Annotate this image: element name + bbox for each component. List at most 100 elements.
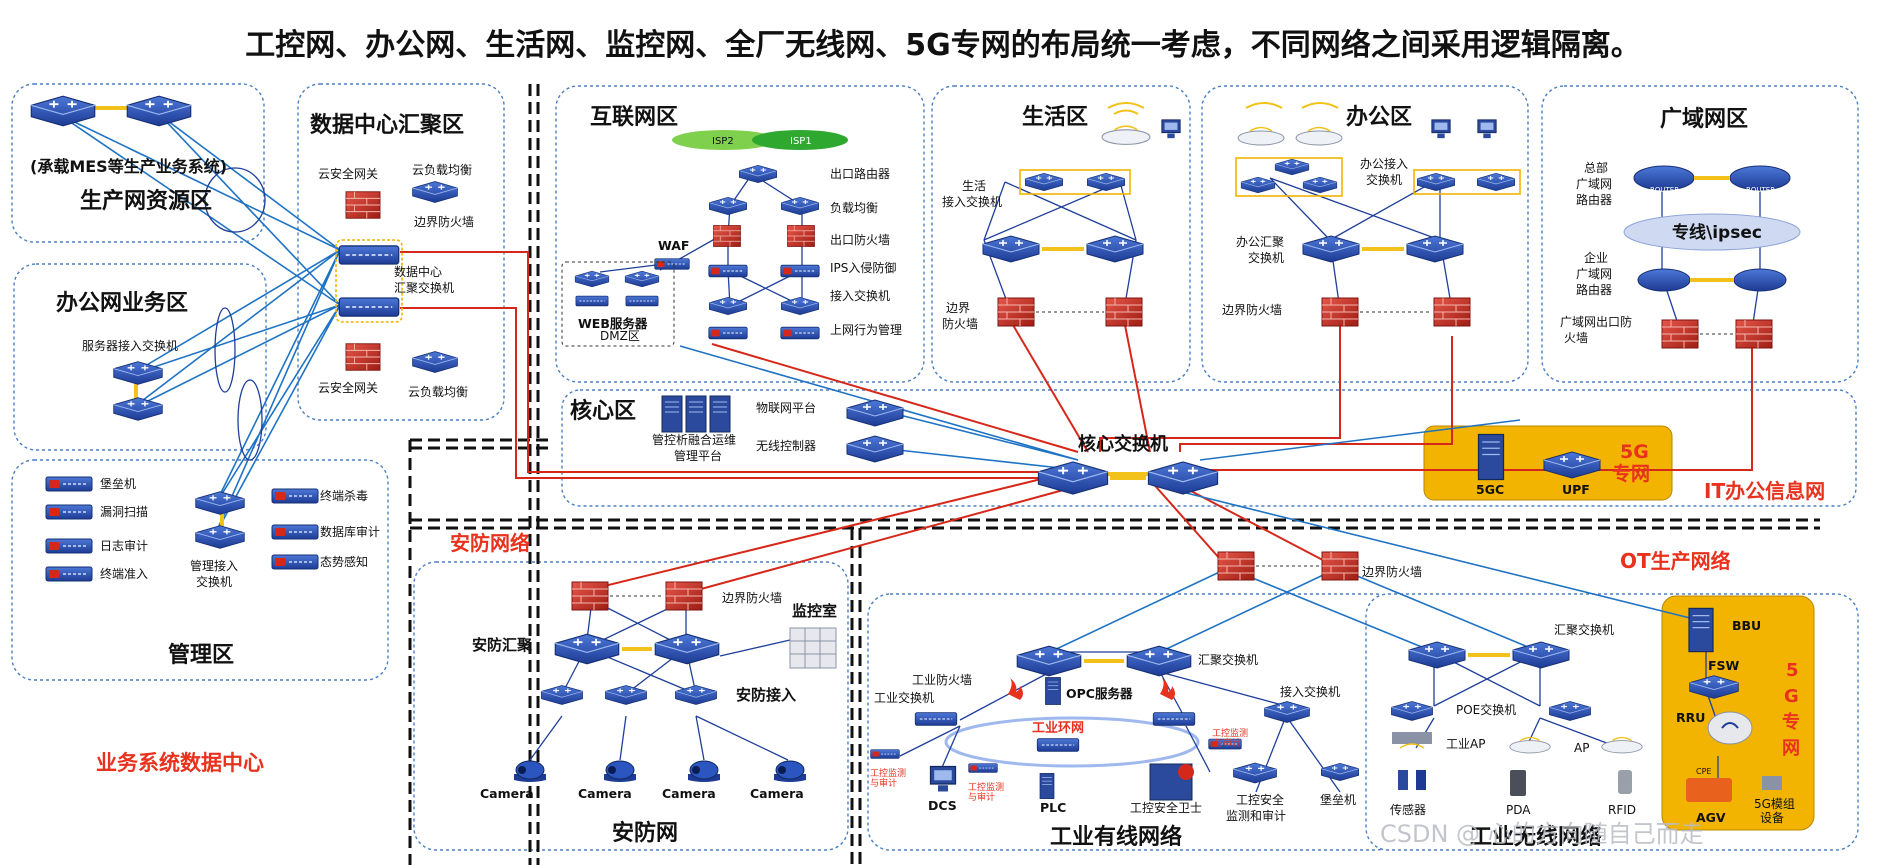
core-switch-label: 核心交换机 — [1078, 433, 1168, 455]
ind-switch-icon — [914, 711, 958, 727]
living-zone: 生活区 生活 接入交换机 边界 防火墙 — [942, 102, 1181, 331]
camera-icon — [773, 760, 807, 783]
monitor-audit-label: 监测和审计 — [1226, 808, 1286, 823]
camera-icon — [603, 760, 637, 783]
production-subtitle: (承载MES等生产业务系统) — [30, 157, 227, 176]
page-title: 工控网、办公网、生活网、监控网、全厂无线网、5G专网的布局统一考虑，不同网络之间… — [245, 28, 1641, 63]
office-access-label: 交换机 — [1366, 172, 1402, 187]
living-access-label: 接入交换机 — [942, 194, 1002, 209]
cloud-lb-label: 云负载均衡 — [408, 385, 468, 399]
security-zone-title: 安防网 — [612, 820, 678, 846]
iot-label: 物联网平台 — [756, 400, 816, 415]
5g-private-label: 5 — [1786, 660, 1799, 681]
audit-icon — [968, 763, 998, 773]
audit-label: 工控监测 — [1212, 727, 1248, 739]
monitor-audit-label: 工控安全 — [1236, 792, 1284, 807]
fiveg-private: BBU FSW RRU 5 G 专 网 CPE AGV 5G模组 设备 — [1676, 607, 1800, 825]
behavior-icon — [708, 326, 748, 340]
switch-icon — [338, 245, 400, 265]
zone-living — [931, 85, 1191, 383]
mgmt-switch-label: 管理接入 — [190, 558, 238, 573]
border-fw-label: 边界防火墙 — [414, 214, 474, 229]
living-fw-label: 防火墙 — [942, 316, 978, 331]
datacenter-zone: 数据中心汇聚区 云安全网关 云负载均衡 边界防火墙 数据中心 汇聚交换机 云安全… — [310, 112, 474, 399]
internet-item: 负载均衡 — [830, 201, 878, 215]
bastion-label: 堡垒机 — [1320, 792, 1356, 807]
5g-label: 5G — [1620, 441, 1649, 463]
internet-title: 互联网区 — [590, 105, 678, 130]
agv-label: AGV — [1696, 810, 1726, 825]
watermark-text: CSDN @ 心的方向随自己而走 — [1380, 820, 1704, 848]
camera-icon — [513, 760, 547, 783]
wireless-zone: 汇聚交换机 POE交换机 工业AP AP 传感器 PDA RFID 工业无线网络 — [1390, 622, 1643, 850]
mgmt-item: 堡垒机 — [100, 476, 136, 491]
audit-label: 工控监测 — [968, 781, 1004, 793]
waf-icon — [654, 258, 690, 270]
zone-management — [11, 459, 389, 681]
dcs-label: DCS — [928, 798, 957, 813]
router-tag: ROUTER — [1650, 186, 1679, 194]
behavior-icon — [780, 326, 820, 340]
management-zone: 堡垒机 漏洞扫描 日志审计 终端准入 管理接入 交换机 终端杀毒 数据库审计 态… — [45, 476, 380, 668]
mgmt-item: 态势感知 — [320, 554, 368, 569]
firewall-icon — [1105, 297, 1143, 327]
audit-label: 与审计 — [968, 791, 995, 803]
fsw-label: FSW — [1708, 658, 1740, 673]
upf-label: UPF — [1562, 482, 1590, 497]
bbu-icon — [1688, 607, 1714, 653]
wan-ent-label: 企业 — [1584, 250, 1608, 265]
living-access-label: 生活 — [962, 179, 986, 193]
datacenter-title: 数据中心汇聚区 — [310, 112, 464, 138]
firewall-icon — [997, 297, 1035, 327]
management-title: 管理区 — [168, 642, 234, 668]
firewall-icon — [1735, 319, 1773, 349]
db-audit-icon — [271, 524, 319, 540]
module-label: 5G模组 — [1754, 797, 1795, 811]
poe-label: POE交换机 — [1456, 702, 1516, 717]
ring-label: 工业环网 — [1032, 720, 1084, 736]
office-agg-label: 交换机 — [1248, 250, 1284, 265]
server-icon — [709, 395, 731, 433]
internet-item: 上网行为管理 — [830, 322, 902, 337]
wan-fw-label: 火墙 — [1564, 331, 1588, 345]
firewall-icon — [345, 343, 381, 371]
bastion-icon — [45, 476, 93, 492]
camera-label: Camera — [578, 786, 632, 801]
ap-label: AP — [1574, 741, 1589, 755]
wan-ent-label: 路由器 — [1576, 282, 1612, 297]
dc-switch-label: 数据中心 — [394, 264, 442, 279]
guard-label: 工控安全卫士 — [1130, 800, 1202, 815]
firewall-icon — [1217, 551, 1255, 581]
ips-icon — [708, 264, 748, 278]
isp2-label: ISP2 — [712, 136, 734, 147]
wan-fw-label: 广域网出口防 — [1560, 314, 1632, 329]
it-network-label: IT办公信息网 — [1704, 479, 1825, 503]
audit-label: 与审计 — [1214, 737, 1241, 749]
internet-item: IPS入侵防御 — [830, 260, 896, 275]
switch-icon — [338, 297, 400, 317]
firewall-icon — [713, 225, 741, 247]
office-access-label: 办公接入 — [1360, 156, 1408, 171]
wan-hq-label: 广域网 — [1576, 177, 1612, 191]
mgmt-platform-label: 管控析融合运维 — [652, 432, 736, 447]
living-fw-label: 边界 — [946, 301, 970, 315]
industrial-ap-label: 工业AP — [1446, 737, 1485, 751]
industrial-fw-label: 边界防火墙 — [1362, 564, 1422, 579]
camera-icon — [687, 760, 721, 783]
ips-icon — [780, 264, 820, 278]
zone-office-business — [13, 263, 267, 451]
isp1-label: ISP1 — [790, 136, 812, 147]
server-icon — [685, 395, 707, 433]
web-server-label: WEB服务器 — [578, 316, 648, 331]
audit-icon — [870, 749, 900, 759]
ind-sw-label: 工业交换机 — [874, 690, 934, 705]
cpe-label: CPE — [1696, 767, 1711, 776]
office-zone: 办公区 办公接入 交换机 办公汇聚 交换机 边界防火墙 — [1222, 102, 1521, 327]
wireless-agg-label: 汇聚交换机 — [1554, 622, 1614, 637]
internet-item: 接入交换机 — [830, 288, 890, 303]
bbu-label: BBU — [1732, 618, 1761, 633]
office-fw-label: 边界防火墙 — [1222, 302, 1282, 317]
audit-label: 工控监测 — [870, 767, 906, 779]
mgmt-item: 漏洞扫描 — [100, 505, 148, 519]
